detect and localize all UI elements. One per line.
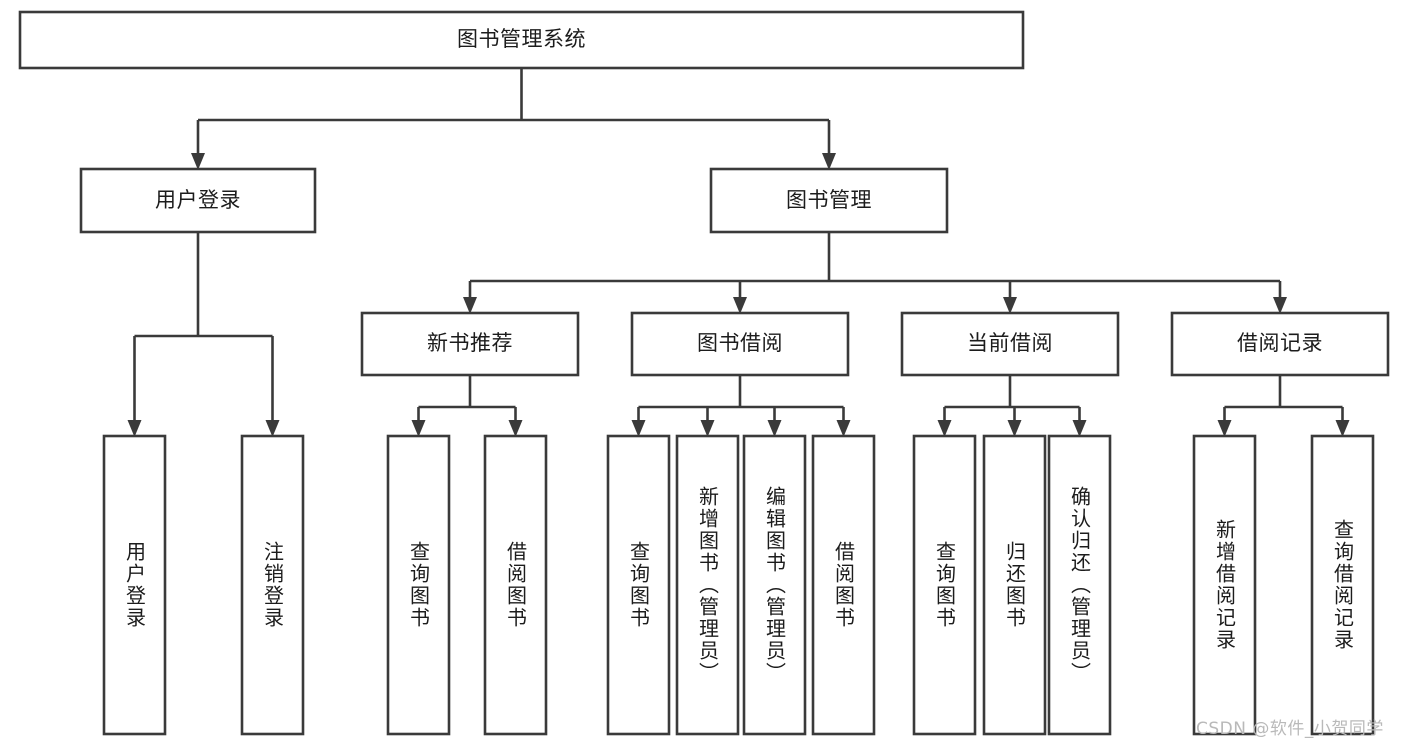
- node-box-leaf-query-record[interactable]: [1310, 434, 1375, 736]
- connector-new-book-rec: [411, 375, 523, 437]
- node-box-layer: [18, 10, 1390, 736]
- connector-current-borrow: [937, 375, 1087, 437]
- node-box-leaf-query-book-cur[interactable]: [912, 434, 977, 736]
- connector-layer: [127, 68, 1350, 437]
- node-box-leaf-add-book[interactable]: [675, 434, 740, 736]
- connector-borrow-record: [1217, 375, 1350, 437]
- node-box-borrow-record[interactable]: [1170, 311, 1390, 377]
- node-box-leaf-borrow-book-rec[interactable]: [483, 434, 548, 736]
- node-box-current-borrow[interactable]: [900, 311, 1120, 377]
- node-box-leaf-add-record[interactable]: [1192, 434, 1257, 736]
- connector-root: [191, 68, 836, 170]
- node-box-book-borrow[interactable]: [630, 311, 850, 377]
- node-box-book-manage[interactable]: [709, 167, 949, 234]
- node-box-leaf-borrow-book[interactable]: [811, 434, 876, 736]
- node-box-leaf-query-book-borrow[interactable]: [606, 434, 671, 736]
- node-box-leaf-logout[interactable]: [240, 434, 305, 736]
- node-box-root[interactable]: [18, 10, 1025, 70]
- node-box-leaf-confirm-return[interactable]: [1047, 434, 1112, 736]
- node-box-leaf-user-login[interactable]: [102, 434, 167, 736]
- connector-user-login: [127, 232, 280, 437]
- node-box-leaf-query-book-rec[interactable]: [386, 434, 451, 736]
- node-box-leaf-edit-book[interactable]: [742, 434, 807, 736]
- node-box-new-book-rec[interactable]: [360, 311, 580, 377]
- connector-book-borrow: [631, 375, 851, 437]
- connector-book-manage: [463, 232, 1287, 314]
- node-box-user-login[interactable]: [79, 167, 317, 234]
- node-box-leaf-return-book[interactable]: [982, 434, 1047, 736]
